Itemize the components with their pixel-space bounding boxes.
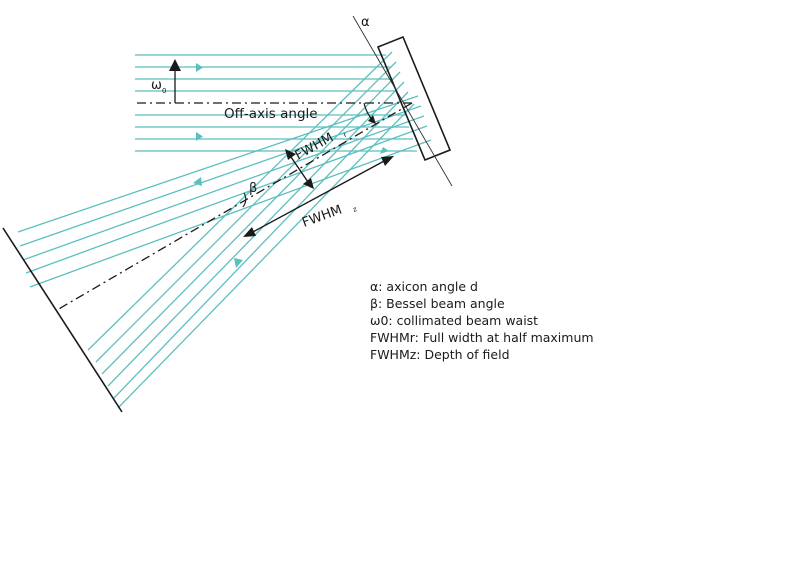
reflected-ray-upper: [29, 139, 432, 288]
legend-item-beta: β: Bessel beam angle: [370, 296, 505, 311]
fwhm-z-arrowhead-left: [243, 227, 256, 237]
axicon-reference-line: [352, 15, 453, 187]
legend-item-omega: ω0: collimated beam waist: [370, 313, 539, 328]
ray-arrow-down: [234, 258, 243, 268]
reflected-ray-lower: [107, 81, 405, 387]
legend-item-fwhm-r: FWHMr: Full width at half maximum: [370, 330, 594, 345]
fwhm-z-label: FWHM: [300, 203, 344, 231]
beta-label: β: [249, 181, 257, 196]
reflected-ray-lower: [95, 61, 397, 363]
screen-plane: [2, 227, 123, 413]
omega-label: ω: [151, 78, 162, 93]
fwhm-r-subscript: r: [342, 131, 349, 139]
reflected-ray-lower: [87, 51, 393, 351]
beta-angle-arc: [242, 192, 247, 208]
reflected-ray-upper: [25, 125, 428, 274]
reflected-ray-lower: [117, 103, 415, 409]
axicon-element: [376, 35, 452, 162]
legend-item-alpha: α: axicon angle d: [370, 279, 478, 294]
fwhm-z-arrow-shaft: [250, 159, 387, 234]
omega-arrowhead: [169, 59, 181, 71]
alpha-label: α: [361, 15, 370, 30]
ray-direction-arrows: [193, 63, 389, 268]
reflected-ray-upper: [17, 95, 419, 233]
reflected-ray-lower: [113, 91, 409, 399]
off-axis-angle-label: Off-axis angle: [224, 106, 318, 122]
ray-arrow-right: [380, 147, 389, 154]
fwhm-z-arrowhead-right: [381, 156, 394, 166]
omega-subscript: 0: [162, 87, 166, 95]
off-axis-angle-arrowhead: [368, 115, 376, 124]
legend: α: axicon angle d β: Bessel beam angle ω…: [370, 278, 594, 363]
fwhm-z-label-group: FWHM z: [300, 203, 358, 231]
ray-arrow-left: [193, 177, 202, 186]
ray-arrow-mid: [196, 132, 203, 141]
fwhm-r-arrow-shaft: [290, 156, 309, 183]
reflected-ray-lower: [101, 71, 401, 375]
reflected-beam-rays: [17, 51, 432, 409]
ray-arrow-top: [196, 63, 203, 72]
fwhm-z-subscript: z: [352, 205, 358, 214]
reflected-ray-upper: [22, 115, 425, 261]
optical-axis-reflected: [56, 102, 413, 311]
legend-item-fwhm-z: FWHMz: Depth of field: [370, 347, 510, 362]
fwhm-r-arrowhead-top: [285, 149, 296, 160]
reflected-ray-upper: [19, 105, 422, 247]
fwhm-r-arrowhead-bottom: [303, 178, 314, 189]
